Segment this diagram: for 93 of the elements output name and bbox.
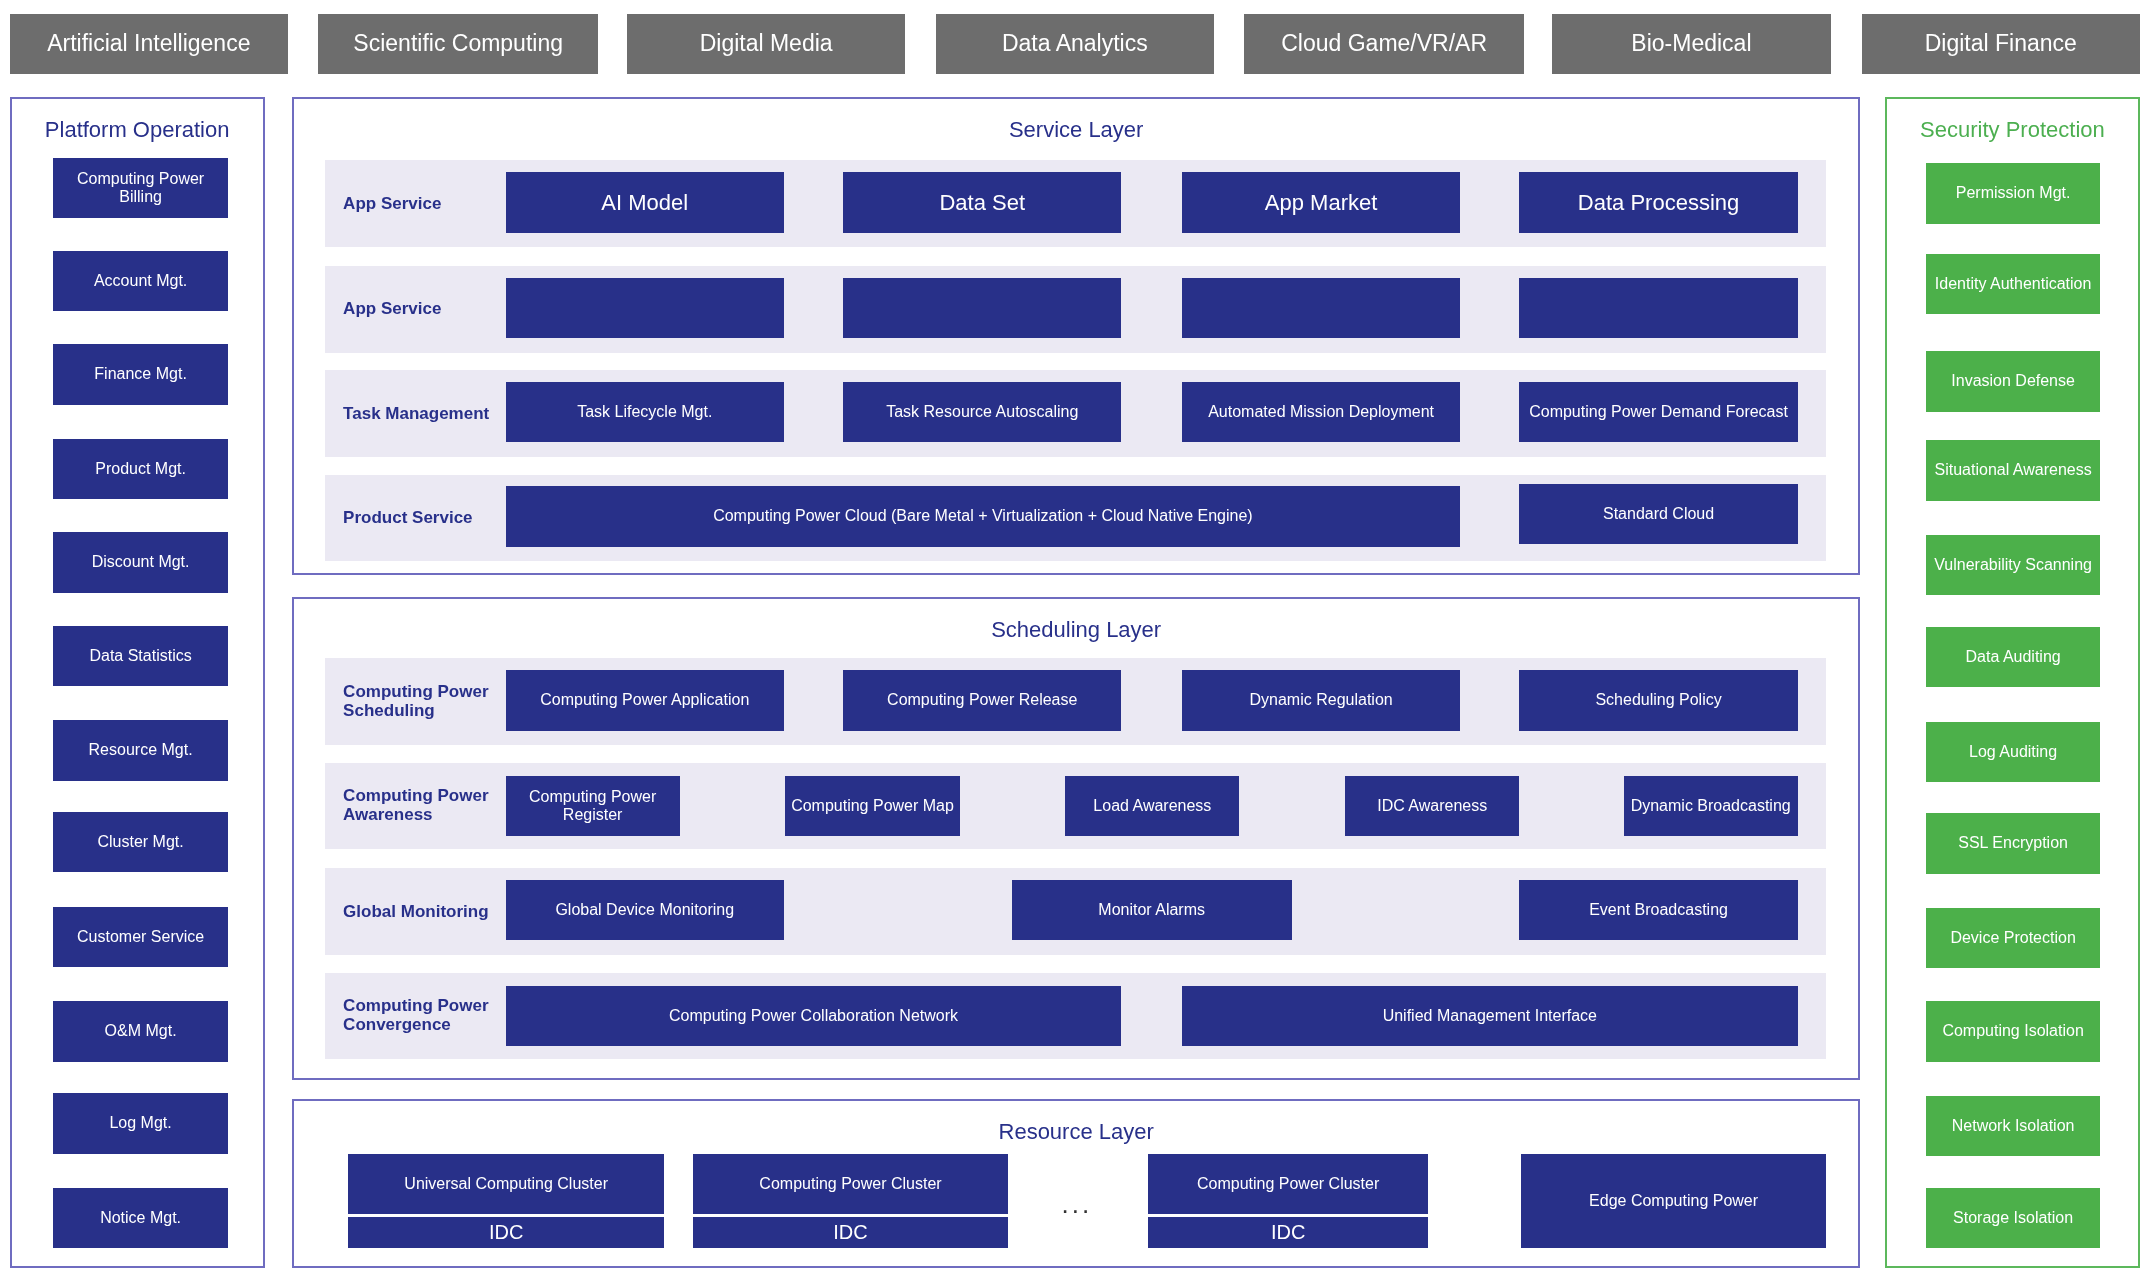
module-box: Monitor Alarms	[1011, 880, 1292, 941]
security-panel	[1884, 97, 2140, 1268]
row-label: Global Monitoring	[343, 901, 490, 922]
module-box: Permission Mgt.	[1926, 163, 2101, 224]
module-box: Network Isolation	[1926, 1096, 2101, 1157]
row-label: App Service	[343, 299, 443, 320]
module-box	[1181, 277, 1461, 339]
category-tab: Data Analytics	[935, 13, 1215, 75]
panel-title: Resource Layer	[997, 1118, 1155, 1145]
module-box: Computing Power Release	[843, 670, 1122, 731]
module-box: IDC Awareness	[1345, 775, 1520, 837]
module-box	[505, 277, 784, 339]
module-box: Scheduling Policy	[1519, 670, 1798, 731]
category-tab: Cloud Game/VR/AR	[1244, 13, 1525, 75]
panel-title: Platform Operation	[43, 117, 231, 144]
category-tab: Bio-Medical	[1551, 13, 1832, 75]
module-box: Dynamic Regulation	[1181, 670, 1461, 731]
row-label: Computing Power Awareness	[343, 786, 490, 826]
module-box	[843, 277, 1122, 339]
module-box: Storage Isolation	[1926, 1187, 2101, 1249]
row-band	[325, 474, 1826, 562]
panel-title: Service Layer	[1007, 117, 1145, 144]
row-label: App Service	[343, 193, 443, 214]
module-box: Log Auditing	[1926, 721, 2101, 782]
module-box: Computing Isolation	[1926, 1001, 2101, 1062]
idc-bar: IDC	[348, 1216, 664, 1249]
module-box: Invasion Defense	[1926, 351, 2101, 412]
module-box: Global Device Monitoring	[505, 880, 784, 941]
category-tab: Artificial Intelligence	[9, 13, 289, 75]
module-box: Computing Power Map	[785, 775, 960, 837]
module-box: Load Awareness	[1065, 775, 1240, 837]
layer-panel	[9, 97, 265, 1268]
module-box: Computing Power Demand Forecast	[1519, 382, 1798, 443]
module-box: Data Set	[843, 172, 1122, 233]
module-box: Device Protection	[1926, 908, 2101, 969]
row-label: Computing Power Scheduling	[343, 682, 490, 722]
module-box: Situational Awareness	[1926, 440, 2101, 501]
row-band	[325, 658, 1826, 745]
layer-panel	[292, 596, 1861, 1080]
module-box: Finance Mgt.	[53, 344, 228, 405]
row-label: Task Management	[343, 403, 491, 424]
module-box: Resource Mgt.	[53, 720, 228, 781]
layer-panel	[292, 97, 1861, 575]
category-tab: Digital Media	[626, 13, 906, 75]
module-box: App Market	[1181, 172, 1461, 233]
module-box: Data Statistics	[53, 625, 228, 686]
module-box: Product Mgt.	[53, 438, 228, 500]
panel-title: Scheduling Layer	[990, 616, 1163, 643]
idc-bar: IDC	[1148, 1216, 1429, 1249]
row-band	[325, 762, 1826, 850]
module-box: Computing Power Billing	[53, 157, 228, 219]
module-box: Computing Power Register	[505, 775, 680, 837]
module-box: Customer Service	[53, 906, 228, 968]
idc-bar: IDC	[692, 1216, 1009, 1249]
module-box: Computing Power Cluster	[1148, 1153, 1429, 1215]
row-label: Computing Power Convergence	[343, 996, 490, 1036]
module-box	[1519, 277, 1798, 339]
module-box: Data Processing	[1519, 172, 1798, 233]
module-box: AI Model	[505, 172, 784, 233]
module-box: Event Broadcasting	[1519, 880, 1798, 941]
module-box: Universal Computing Cluster	[348, 1153, 664, 1215]
ellipsis-label: ...	[1061, 1188, 1093, 1220]
module-box: Edge Computing Power	[1521, 1153, 1826, 1249]
category-tab: Digital Finance	[1861, 13, 2140, 75]
module-box: Log Mgt.	[53, 1093, 228, 1154]
module-box: O&M Mgt.	[53, 1001, 228, 1062]
layer-panel	[292, 1098, 1861, 1268]
module-box: Automated Mission Deployment	[1181, 382, 1461, 443]
module-box: Vulnerability Scanning	[1926, 535, 2101, 596]
module-box: Notice Mgt.	[53, 1187, 228, 1249]
module-box: Cluster Mgt.	[53, 812, 228, 873]
panel-title: Security Protection	[1919, 117, 2106, 144]
module-box: Unified Management Interface	[1181, 985, 1798, 1047]
module-box: Account Mgt.	[53, 251, 228, 312]
module-box: Task Resource Autoscaling	[843, 382, 1122, 443]
module-box: Computing Power Application	[505, 670, 784, 731]
row-band	[325, 266, 1826, 353]
module-box: Computing Power Cluster	[692, 1153, 1009, 1215]
module-box: Data Auditing	[1926, 626, 2101, 688]
module-box: Dynamic Broadcasting	[1623, 775, 1798, 837]
module-box: Discount Mgt.	[53, 532, 228, 593]
module-box: SSL Encryption	[1926, 813, 2101, 874]
row-band	[325, 868, 1826, 955]
module-box: Computing Power Cloud (Bare Metal + Virtualization + Cloud Native Engine)	[505, 486, 1461, 547]
row-band	[325, 370, 1826, 457]
module-box: Identity Authentication	[1926, 253, 2101, 315]
module-box: Task Lifecycle Mgt.	[505, 382, 784, 443]
module-box: Computing Power Collaboration Network	[505, 985, 1122, 1047]
row-label: Product Service	[343, 508, 474, 528]
row-band	[325, 972, 1826, 1060]
module-box: Standard Cloud	[1519, 483, 1798, 544]
category-tab: Scientific Computing	[318, 13, 599, 75]
row-band	[325, 160, 1826, 247]
